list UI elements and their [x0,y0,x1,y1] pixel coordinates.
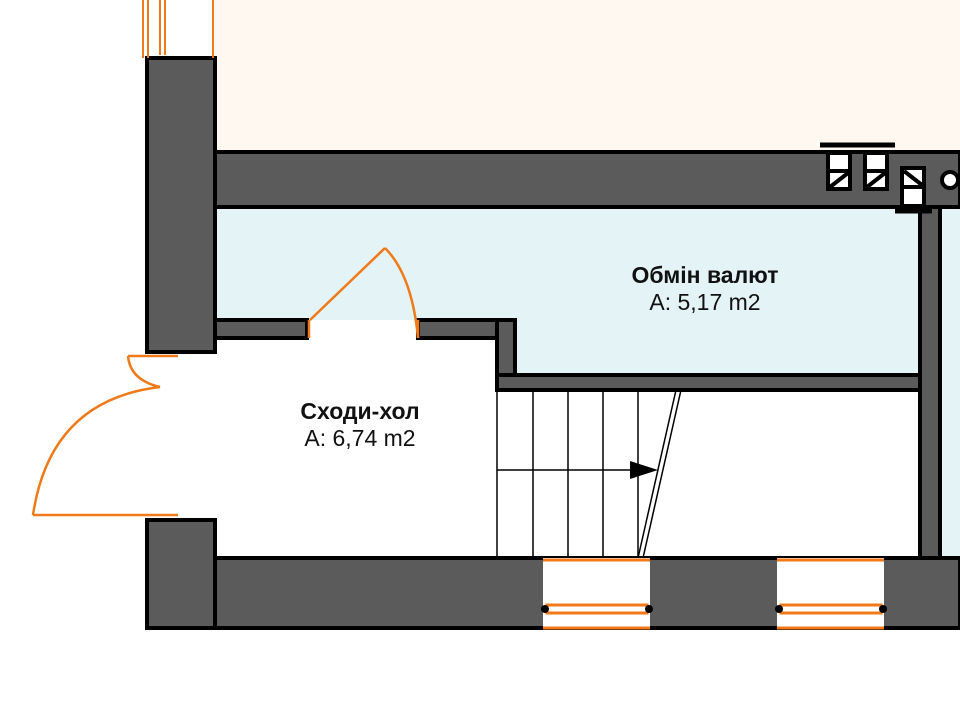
wall-partition-left [213,318,309,340]
room-currency-exchange-floor [215,207,920,320]
door-entrance [31,354,178,517]
wall-partition-bottom [495,373,922,392]
room-name: Обмін валют [631,262,779,288]
room-label-currency-exchange: Обмін валют A: 5,17 m2 [631,262,778,316]
room-currency-exchange-floor-lower [515,320,920,378]
wall-left-lower [145,518,217,630]
adjacent-area-top [215,0,960,152]
wall-right [918,205,942,560]
ventilation-ducts [820,142,960,214]
door-interior [307,247,420,339]
room-name: Сходи-хол [300,398,420,424]
stairs [496,389,682,559]
room-area: A: 5,17 m2 [649,289,761,315]
wall-left-upper [145,56,217,354]
window-bottom-1 [541,558,653,630]
window-top-left [142,0,214,58]
adjacent-room-right [940,207,960,558]
window-bottom-2 [775,558,887,630]
stairs-direction-arrow-icon [630,461,658,479]
room-label-stair-hall: Сходи-хол A: 6,74 m2 [300,398,419,452]
room-area: A: 6,74 m2 [304,425,416,451]
